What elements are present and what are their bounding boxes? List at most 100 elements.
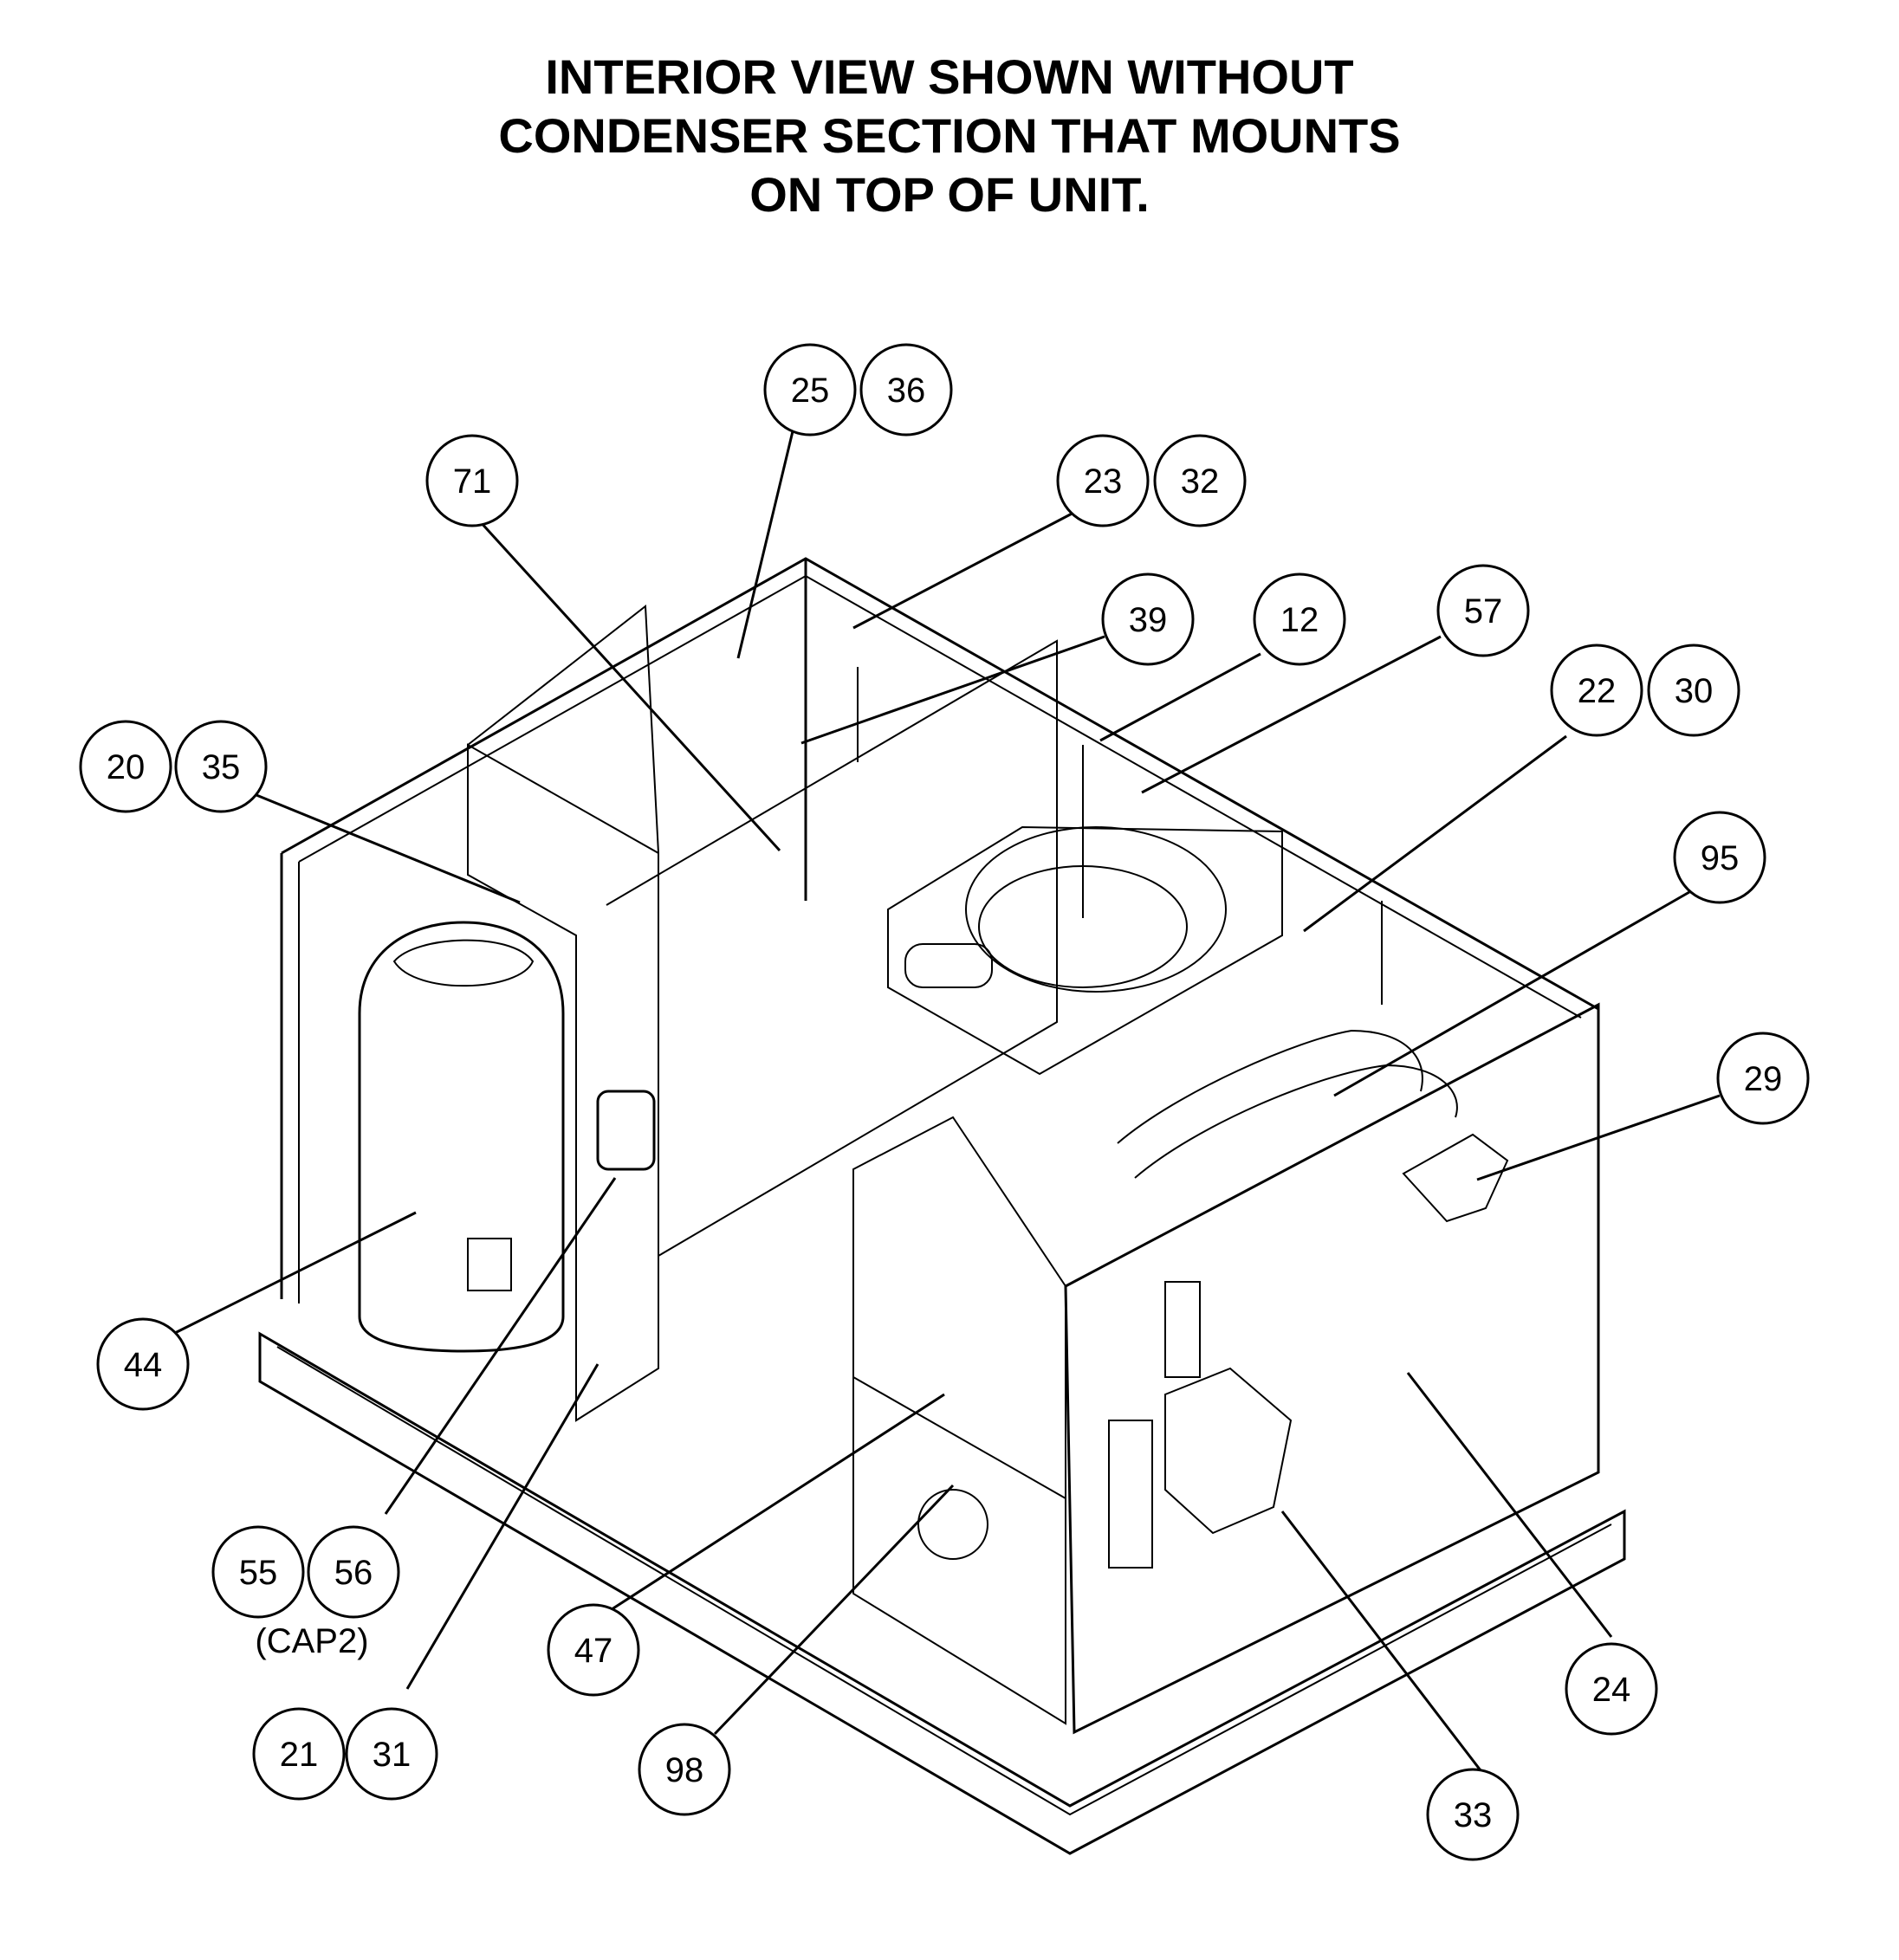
callout-circle [1153,434,1247,527]
callout-24: 24 [1565,1642,1658,1736]
compressor-label-plate [467,1238,512,1291]
callout-circle [174,720,268,813]
title-line-3: ON TOP OF UNIT. [749,167,1150,222]
callout-number: 55 [239,1554,278,1592]
callout-circle [1716,1032,1810,1125]
callout-number: 24 [1592,1671,1631,1709]
callout-number: 36 [887,372,926,410]
leader-33 [1280,1510,1496,1789]
leader-47 [606,1393,945,1614]
callout-circle [1436,564,1530,657]
leader-29 [1476,1094,1721,1181]
callout-47: 47 [547,1603,640,1697]
cap2-note: (CAP2) [255,1622,368,1660]
leader-23 [852,509,1078,630]
callout-number: 23 [1084,463,1123,501]
heat-exchanger-tubes [1117,1029,1458,1179]
callout-98: 98 [638,1723,731,1816]
callout-22: 22 [1550,644,1643,737]
control-box-divider [852,1376,1066,1499]
blower-motor [904,943,993,988]
callout-circle [547,1603,640,1697]
louvers [1108,1281,1201,1569]
callout-29: 29 [1716,1032,1810,1125]
leader-21 [405,1363,600,1690]
callout-circle [211,1525,305,1619]
blower-panel [887,825,1283,1076]
unit-cabinet-drawing [258,557,1626,1855]
callout-circle [763,343,857,437]
control-box [852,1116,1066,1725]
blower-housing-outline [965,826,1227,993]
compressor-partition-top [467,605,659,854]
right-front-panel [1064,1002,1600,1735]
callout-circle [1101,572,1195,666]
top-rim-inner [298,574,1582,1019]
callout-circle [79,720,172,813]
callout-number: 31 [373,1736,412,1774]
callout-12: 12 [1253,572,1346,666]
leader-25 [736,430,794,659]
callout-20: 20 [79,720,172,813]
callout-number: 22 [1578,672,1617,710]
callout-21: 21 [252,1707,346,1801]
callout-circle [1426,1768,1520,1861]
lower-louver [1108,1420,1153,1569]
callout-number: 35 [202,748,241,786]
upper-louver [1164,1281,1201,1378]
leader-39 [800,635,1105,745]
callout-number: 20 [107,748,146,786]
leader-lines [172,430,1721,1789]
callout-circle [638,1723,731,1816]
inducer-motor [917,1489,988,1560]
warning-label [1402,1133,1509,1223]
flue-box [1164,1367,1293,1535]
callout-number: 56 [334,1554,373,1592]
callout-56: 56 [307,1525,400,1619]
callout-circle [1056,434,1150,527]
leader-24 [1406,1372,1613,1638]
callout-95: 95 [1673,811,1766,904]
callout-circle [96,1317,190,1411]
callout-36: 36 [859,343,953,437]
base-frame-inner [276,1346,1612,1816]
callout-circle [859,343,953,437]
callout-number: 25 [791,372,830,410]
callout-circle [307,1525,400,1619]
leader-20 [256,793,521,904]
callout-number: 95 [1701,839,1740,877]
leader-44 [172,1211,417,1336]
callout-25: 25 [763,343,857,437]
capacitor [596,1090,656,1171]
callout-circle [425,434,519,527]
callout-number: 29 [1744,1060,1783,1098]
callout-57: 57 [1436,564,1530,657]
leader-95 [1333,890,1690,1097]
base-frame [258,1331,1626,1855]
callout-circle [1673,811,1766,904]
callout-number: 39 [1129,601,1168,639]
callout-circle [1253,572,1346,666]
callout-44: 44 [96,1317,190,1411]
callout-23: 23 [1056,434,1150,527]
callout-31: 31 [345,1707,438,1801]
callout-circle [1550,644,1643,737]
callout-71: 71 [425,434,519,527]
diagram-title: INTERIOR VIEW SHOWN WITHOUT CONDENSER SE… [0,48,1899,224]
callout-39: 39 [1101,572,1195,666]
callout-number: 44 [124,1346,163,1384]
callout-circle [345,1707,438,1801]
leader-22 [1303,734,1567,933]
leader-55 [384,1177,617,1515]
callout-number: 98 [665,1751,704,1789]
callout-number: 71 [453,463,492,501]
callout-55: 55 [211,1525,305,1619]
callout-35: 35 [174,720,268,813]
callouts: 25 36 71 23 32 39 12 57 22 30 20 35 95 29 44 55 56 47 98 24… [79,343,1810,1861]
callout-30: 30 [1647,644,1740,737]
callout-circle [252,1707,346,1801]
callout-number: 32 [1181,463,1220,501]
callout-number: 12 [1280,601,1319,639]
leader-71 [469,509,781,852]
compressor-dome [392,939,535,987]
